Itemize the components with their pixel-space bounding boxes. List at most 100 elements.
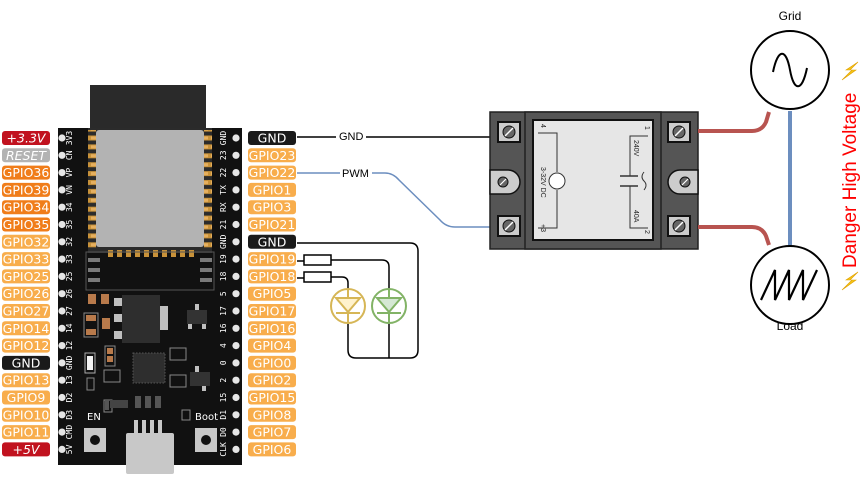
header-pin	[232, 411, 240, 419]
ssr-terminal-3-label: +3	[539, 224, 546, 232]
ssr-terminal-4	[497, 121, 521, 143]
header-pin	[58, 220, 66, 229]
pin-label-text: GPIO14	[3, 321, 50, 336]
right-header-pins	[232, 134, 240, 453]
pin-label-gpio2: GPIO2	[248, 373, 296, 388]
pin-label-text: +3.3V	[7, 131, 47, 146]
danger-warning: Danger High Voltage	[840, 61, 861, 291]
pin-label-text: GPIO4	[253, 338, 292, 353]
left-header-pins	[58, 134, 66, 453]
silkscreen-text: 5	[219, 291, 228, 296]
load: Load	[750, 245, 830, 333]
header-pin	[58, 342, 66, 350]
left-silkscreen: 3V3CNVPVN343532332526271412GND13D2D3CMD5…	[65, 131, 74, 455]
silkscreen-text: TX	[219, 185, 228, 195]
pin-label-text: GPIO11	[3, 425, 50, 440]
pin-label-text: GPIO39	[3, 182, 50, 197]
pin-label-gpio33: GPIO33	[2, 252, 50, 267]
ssr-voltage-label: 240V	[632, 140, 639, 157]
header-pin	[58, 255, 66, 263]
ssr-terminal-2-label: 2	[643, 230, 650, 234]
heater-coil-icon	[760, 269, 818, 301]
silkscreen-text: D1	[219, 410, 228, 420]
silkscreen-text: VP	[65, 168, 74, 178]
pin-label-text: GPIO10	[3, 407, 50, 422]
pin-label-text: RESET	[6, 148, 47, 163]
pin-label-text: GPIO5	[253, 286, 292, 301]
ssr-terminal-4-label: 4	[539, 124, 546, 128]
pin-label-gpio3: GPIO3	[248, 200, 296, 215]
header-pin	[232, 220, 240, 229]
silkscreen-text: VN	[65, 185, 74, 195]
pin-label-gpio4: GPIO4	[248, 338, 296, 353]
lightning-icon	[841, 271, 859, 291]
pin-label-gpio18: GPIO18	[248, 269, 296, 284]
pin-label-gpio5: GPIO5	[248, 286, 296, 301]
left-pin-labels: +3.3VRESETGPIO36GPIO39GPIO34GPIO35GPIO32…	[2, 131, 50, 457]
boot-button[interactable]	[195, 428, 217, 452]
pin-label-gpio21: GPIO21	[248, 217, 296, 232]
yellow-led	[330, 288, 366, 324]
green-led	[371, 288, 407, 324]
pin-label-gpio17: GPIO17	[248, 304, 296, 319]
pin-label-text: GPIO36	[3, 165, 50, 180]
pin-label-gpio13: GPIO13	[2, 373, 50, 388]
led-circuit	[297, 242, 419, 359]
silkscreen-text: 18	[219, 271, 228, 281]
header-pin	[58, 151, 66, 159]
ssr-terminal-1-label: 1	[643, 126, 650, 130]
header-pin	[58, 359, 66, 367]
header-pin	[58, 393, 66, 402]
silkscreen-text: 2	[219, 378, 228, 383]
silkscreen-text: 19	[219, 254, 228, 264]
silkscreen-text: 23	[219, 150, 228, 160]
pin-label-gpio22: GPIO22	[248, 165, 296, 180]
pin-label-text: GPIO32	[3, 234, 50, 249]
pin-label-reset: RESET	[2, 148, 50, 163]
silkscreen-text: GND	[219, 234, 228, 249]
silkscreen-text: 22	[219, 168, 228, 178]
grid-label: Grid	[779, 9, 802, 23]
pin-label-gpio25: GPIO25	[2, 269, 50, 284]
pin-label-gnd: GND	[248, 131, 296, 146]
header-pin	[58, 290, 66, 298]
pin-label-gpio32: GPIO32	[2, 234, 50, 249]
header-pin	[58, 186, 66, 194]
load-label: Load	[777, 319, 804, 333]
solid-state-relay: 3-32V DC 240V 40A 1 2 +3 4	[489, 111, 699, 250]
silkscreen-text: 32	[65, 237, 74, 247]
header-pin	[232, 169, 240, 177]
pin-label-gpio16: GPIO16	[248, 321, 296, 336]
header-pin	[58, 169, 66, 177]
header-pin	[232, 290, 240, 298]
pin-label-text: +5V	[13, 442, 41, 457]
pin-label-text: GPIO12	[3, 338, 50, 353]
pin-label-text: GPIO16	[249, 321, 296, 336]
pin-label-text: GPIO33	[3, 252, 50, 267]
ssr-current-label: 40A	[632, 210, 639, 223]
header-pin	[58, 238, 66, 246]
pin-label-text: GND	[258, 234, 287, 249]
gnd-wire-label: GND	[339, 131, 364, 143]
en-button[interactable]	[84, 428, 106, 452]
silkscreen-text: 27	[65, 306, 74, 316]
ssr-terminal-1	[667, 121, 691, 143]
pin-label-text: GPIO2	[253, 373, 292, 388]
pin-label-text: GPIO17	[249, 304, 296, 319]
silkscreen-text: 26	[65, 289, 74, 299]
pin-label-gpio23: GPIO23	[248, 148, 296, 163]
header-pin	[58, 307, 66, 315]
header-pin	[58, 376, 66, 384]
pin-label-text: GPIO13	[3, 373, 50, 388]
silkscreen-text: 15	[219, 393, 228, 403]
usb-uart-chip	[132, 352, 166, 384]
silkscreen-text: 17	[219, 306, 228, 316]
silkscreen-text: CLK	[219, 442, 228, 457]
pin-label-text: GPIO7	[253, 425, 292, 440]
pin-label-gpio1: GPIO1	[248, 182, 296, 197]
pin-label-gpio15: GPIO15	[248, 390, 296, 405]
smd-components	[83, 294, 210, 421]
pin-label-gpio11: GPIO11	[2, 425, 50, 440]
mains-wiring	[698, 111, 792, 248]
